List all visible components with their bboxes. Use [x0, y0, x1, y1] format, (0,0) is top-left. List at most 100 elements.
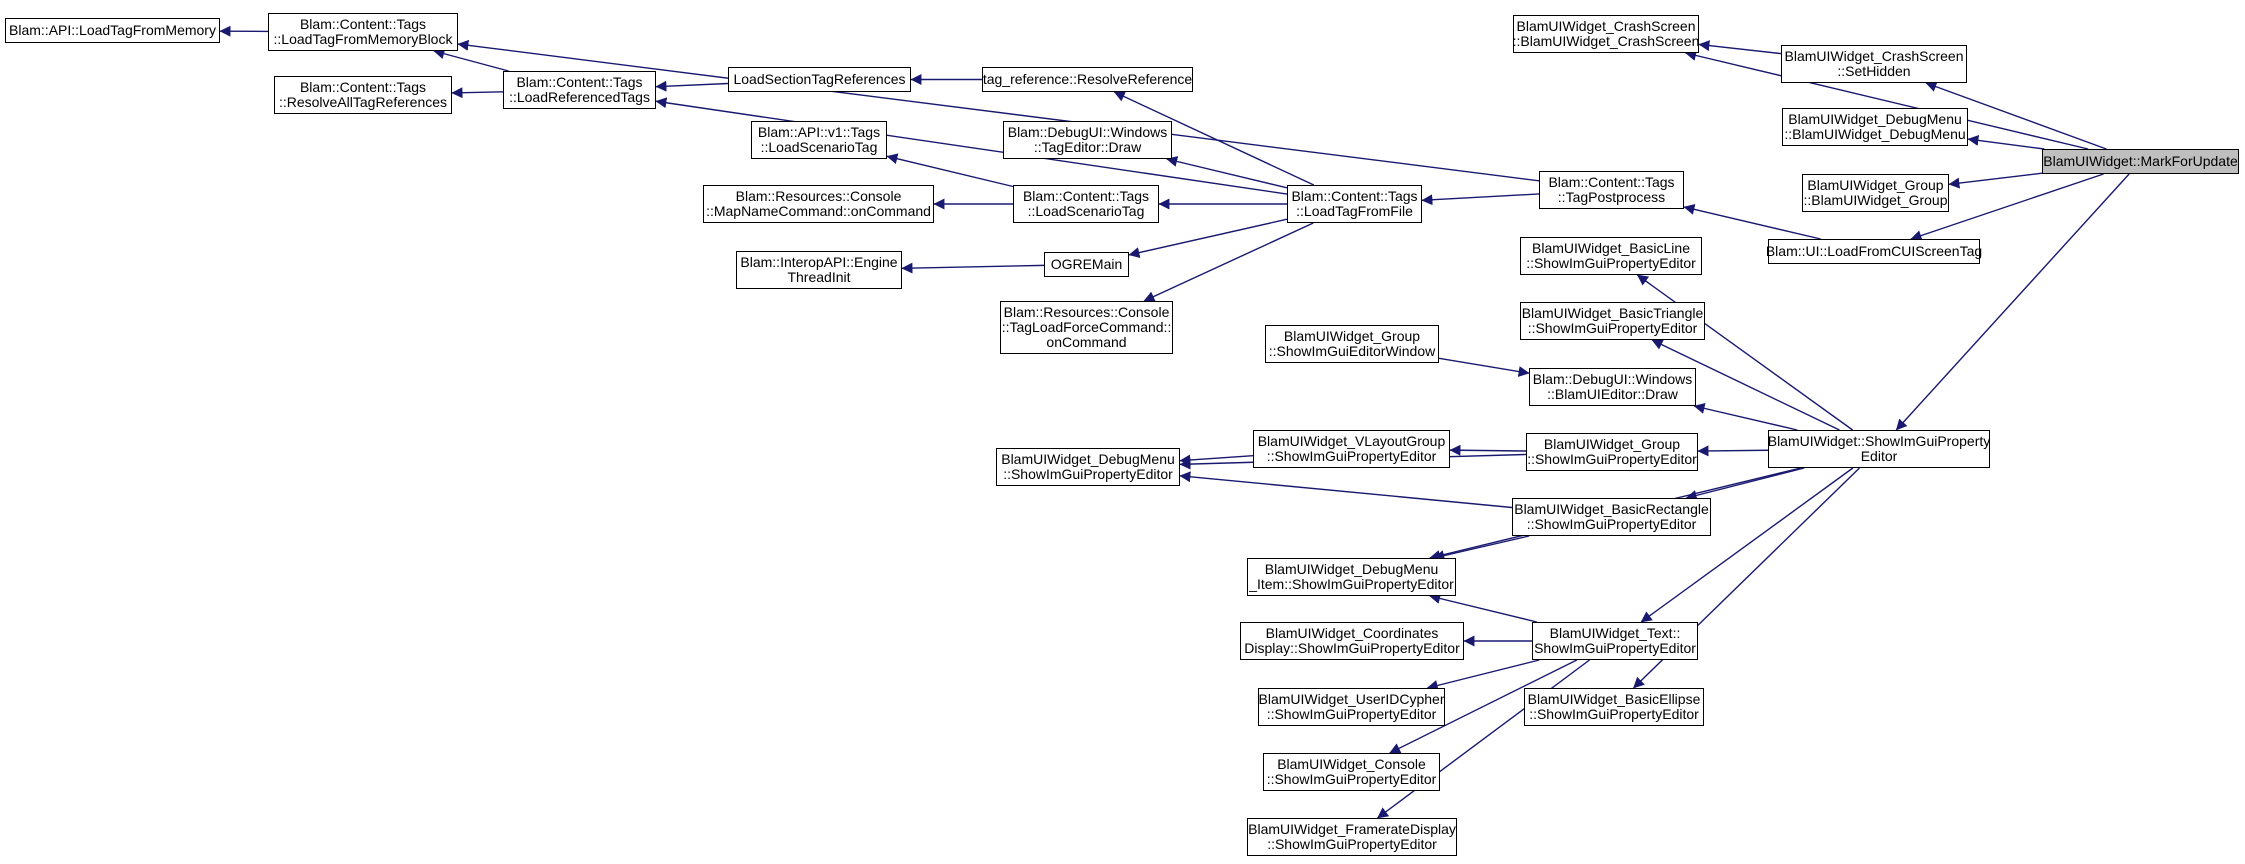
node-console-property-editor[interactable]: BlamUIWidget_Console::ShowImGuiPropertyE…	[1263, 753, 1440, 791]
edge-n15-to-n14	[1421, 193, 1540, 206]
node-label-line: ::ShowImGuiPropertyEditor	[1266, 706, 1437, 722]
node-label-line: ::ShowImGuiPropertyEditor	[1527, 451, 1697, 467]
edge-n21-to-n18	[1967, 134, 2045, 150]
node-framerate-display-property-editor[interactable]: BlamUIWidget_FramerateDisplay::ShowImGui…	[1247, 818, 1457, 856]
node-tag-editor-draw[interactable]: Blam::DebugUI::Windows::TagEditor::Draw	[1003, 121, 1172, 159]
node-label-line: Blam::Content::Tags	[1291, 188, 1418, 204]
edge-n15-to-n2	[457, 39, 1540, 182]
edge-n10-to-n7	[886, 153, 1014, 188]
node-label-line: Blam::Content::Tags	[299, 16, 427, 32]
edge-n14-to-n4	[655, 97, 1288, 195]
node-tag-postprocess[interactable]: Blam::Content::Tags::TagPostprocess	[1539, 171, 1684, 209]
node-load-from-cui-screen-tag[interactable]: Blam::UI::LoadFromCUIScreenTag	[1766, 239, 1982, 264]
edge-n28-to-n22	[1636, 274, 1854, 431]
node-label-line: ::MapNameCommand::onCommand	[706, 203, 931, 219]
node-label-line: Display::ShowImGuiPropertyEditor	[1244, 640, 1460, 656]
node-label-line: ::LoadTagFromMemoryBlock	[273, 31, 453, 47]
node-label-line: BlamUIWidget_CrashScreen	[1516, 18, 1696, 34]
edge-n20-to-n15	[1683, 204, 1821, 240]
edge-n28-to-n33	[1640, 467, 1854, 623]
node-tag-reference-resolve-reference[interactable]: tag_reference::ResolveReference	[982, 67, 1193, 92]
edge-n21-to-n17	[1925, 81, 2107, 150]
node-basic-triangle-property-editor[interactable]: BlamUIWidget_BasicTriangle::ShowImGuiPro…	[1520, 302, 1705, 340]
edge-n28-to-n30	[1685, 467, 1805, 501]
node-text-property-editor[interactable]: BlamUIWidget_Text::ShowImGuiPropertyEdit…	[1532, 622, 1698, 660]
node-group-property-editor[interactable]: BlamUIWidget_Group::ShowImGuiPropertyEdi…	[1526, 433, 1698, 471]
node-label-line: ::TagEditor::Draw	[1033, 139, 1142, 155]
node-label-line: ::LoadTagFromFile	[1296, 203, 1413, 219]
node-label-line: onCommand	[1046, 334, 1127, 350]
node-group-constructor[interactable]: BlamUIWidget_Group::BlamUIWidget_Group	[1802, 174, 1949, 212]
node-label-line: ::ShowImGuiPropertyEditor	[1529, 706, 1699, 722]
edge-n21-to-n19	[1948, 172, 2043, 189]
edge-n12-to-n11	[901, 262, 1045, 274]
node-label-line: Blam::DebugUI::Windows	[1532, 371, 1693, 387]
node-label-line: BlamUIWidget_Group	[1543, 436, 1681, 452]
node-load-tag-from-file[interactable]: Blam::Content::Tags::LoadTagFromFile	[1287, 185, 1422, 223]
node-map-name-command-on-command[interactable]: Blam::Resources::Console::MapNameCommand…	[703, 185, 934, 223]
node-label-line: ShowImGuiPropertyEditor	[1534, 640, 1696, 656]
node-label-line: BlamUIWidget_Console	[1277, 756, 1426, 772]
node-label-line: Blam::API::v1::Tags	[757, 124, 881, 140]
node-crash-screen-constructor[interactable]: BlamUIWidget_CrashScreen::BlamUIWidget_C…	[1513, 15, 1699, 53]
node-debug-menu-item-property-editor[interactable]: BlamUIWidget_DebugMenu_Item::ShowImGuiPr…	[1247, 558, 1456, 596]
node-label-line: BlamUIWidget_Group	[1283, 328, 1421, 344]
node-label-line: ::BlamUIEditor::Draw	[1547, 386, 1678, 402]
node-label-line: ::LoadScenarioTag	[1027, 203, 1145, 219]
node-load-section-tag-references[interactable]: LoadSectionTagReferences	[728, 67, 911, 92]
node-label-line: OGREMain	[1050, 256, 1123, 272]
node-label-line: ::ResolveAllTagReferences	[278, 94, 448, 110]
node-api-v1-load-scenario-tag[interactable]: Blam::API::v1::Tags::LoadScenarioTag	[751, 121, 887, 159]
node-mark-for-update[interactable]: BlamUIWidget::MarkForUpdate	[2042, 149, 2239, 174]
node-crash-screen-set-hidden[interactable]: BlamUIWidget_CrashScreen::SetHidden	[1781, 45, 1967, 83]
node-label-line: ::ShowImGuiPropertyEditor	[1003, 466, 1173, 482]
node-group-show-imgui-editor-window[interactable]: BlamUIWidget_Group::ShowImGuiEditorWindo…	[1265, 325, 1439, 363]
node-tag-load-force-command[interactable]: Blam::Resources::Console::TagLoadForceCo…	[1000, 301, 1173, 354]
node-label-line: Blam::DebugUI::Windows	[1007, 124, 1168, 140]
node-ogre-main[interactable]: OGREMain	[1044, 252, 1129, 277]
edge-n21-to-n20	[1910, 173, 2104, 241]
node-label-line: ::ShowImGuiPropertyEditor	[1266, 771, 1437, 787]
node-label-line: BlamUIWidget_FramerateDisplay	[1248, 821, 1456, 837]
node-basic-ellipse-property-editor[interactable]: BlamUIWidget_BasicEllipse::ShowImGuiProp…	[1524, 688, 1704, 726]
node-basic-line-property-editor[interactable]: BlamUIWidget_BasicLine::ShowImGuiPropert…	[1520, 237, 1702, 275]
edge-n27-to-n26	[1449, 444, 1527, 456]
edge-n28-to-n25	[1693, 403, 1798, 431]
edge-n21-to-n16	[1685, 50, 2089, 150]
node-debug-menu-property-editor[interactable]: BlamUIWidget_DebugMenu::ShowImGuiPropert…	[996, 448, 1180, 486]
edge-n28-to-n27	[1697, 445, 1769, 457]
node-load-referenced-tags[interactable]: Blam::Content::Tags::LoadReferencedTags	[503, 71, 656, 109]
edge-n14-to-n13	[1143, 222, 1314, 302]
edge-n33-to-n34	[1426, 659, 1540, 691]
node-label-line: BlamUIWidget_BasicLine	[1532, 240, 1690, 256]
node-label-line: ::ShowImGuiPropertyEditor	[1266, 448, 1437, 464]
node-blam-ui-editor-draw[interactable]: Blam::DebugUI::Windows::BlamUIEditor::Dr…	[1529, 368, 1696, 406]
edge-n5-to-n4	[655, 80, 729, 92]
node-vlayout-group-property-editor[interactable]: BlamUIWidget_VLayoutGroup::ShowImGuiProp…	[1253, 430, 1450, 468]
node-load-scenario-tag[interactable]: Blam::Content::Tags::LoadScenarioTag	[1013, 185, 1159, 223]
node-basic-rectangle-property-editor[interactable]: BlamUIWidget_BasicRectangle::ShowImGuiPr…	[1512, 498, 1711, 536]
edge-n30-to-n29	[1179, 471, 1513, 509]
edge-n33-to-n31	[1429, 593, 1537, 623]
node-label-line: BlamUIWidget_BasicTriangle	[1521, 305, 1704, 321]
node-label-line: BlamUIWidget_VLayoutGroup	[1257, 433, 1446, 449]
node-label-line: ::TagPostprocess	[1557, 189, 1666, 205]
edge-n33-to-n37	[1377, 659, 1590, 819]
node-label-line: Blam::Content::Tags	[299, 79, 427, 95]
edge-n21-to-n28	[1895, 173, 2130, 431]
node-api-load-tag-from-memory[interactable]: Blam::API::LoadTagFromMemory	[5, 18, 220, 43]
node-label-line: BlamUIWidget_DebugMenu	[1788, 111, 1962, 127]
node-label-line: ::BlamUIWidget_CrashScreen	[1512, 33, 1700, 49]
node-load-tag-from-memory-block[interactable]: Blam::Content::Tags::LoadTagFromMemoryBl…	[268, 13, 458, 51]
node-resolve-all-tag-references[interactable]: Blam::Content::Tags::ResolveAllTagRefere…	[274, 76, 452, 114]
node-user-id-cypher-property-editor[interactable]: BlamUIWidget_UserIDCypher::ShowImGuiProp…	[1258, 688, 1445, 726]
edge-n28-to-n23	[1651, 339, 1840, 431]
node-label-line: ::ShowImGuiEditorWindow	[1268, 343, 1436, 359]
node-label-line: ::LoadScenarioTag	[760, 139, 878, 155]
node-debug-menu-constructor[interactable]: BlamUIWidget_DebugMenu::BlamUIWidget_Deb…	[1782, 108, 1968, 146]
node-label-line: BlamUIWidget::ShowImGuiProperty	[1767, 433, 1991, 449]
